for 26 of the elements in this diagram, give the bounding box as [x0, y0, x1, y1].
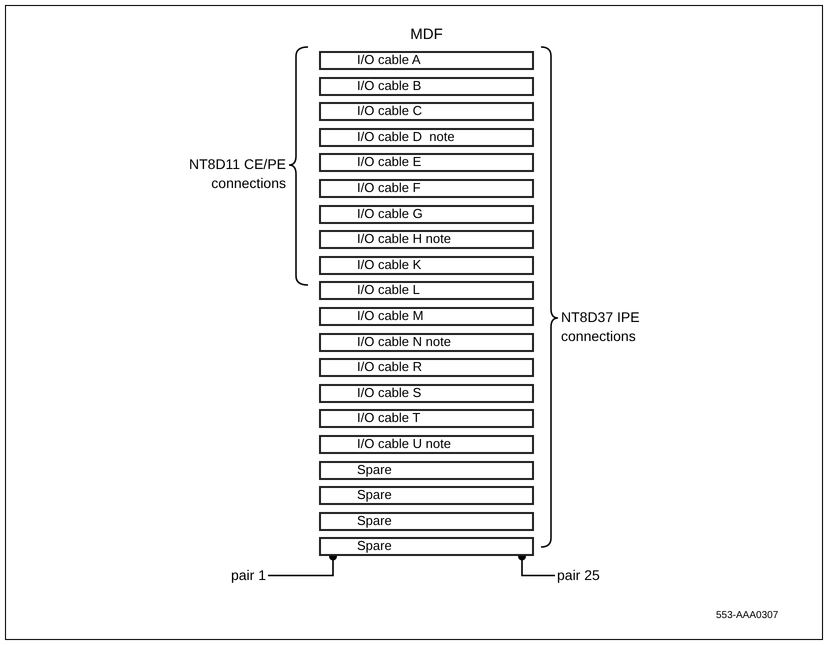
- cable-row: Spare: [319, 486, 534, 506]
- bracket-label: NT8D11 CE/PE connections: [188, 155, 286, 193]
- cable-row: I/O cable N note: [319, 332, 534, 352]
- cable-row: I/O cable L: [319, 281, 534, 300]
- figure-id: 553-AAA0307: [716, 609, 778, 623]
- cable-row: I/O cable G: [319, 204, 534, 224]
- cable-row: I/O cable E: [319, 153, 534, 172]
- bracket-label: NT8D37 IPE connections: [561, 308, 641, 346]
- cable-row: Spare: [319, 460, 534, 480]
- cable-row: I/O cable H note: [319, 230, 534, 250]
- cable-row: I/O cable U note: [319, 435, 534, 454]
- cable-row: I/O cable R: [319, 358, 534, 378]
- cable-row: Spare: [319, 512, 534, 531]
- cable-row: I/O cable C: [319, 102, 534, 122]
- pair-label: pair 25: [557, 566, 617, 585]
- cable-row: I/O cable B: [319, 76, 534, 96]
- cable-row: I/O cable F: [319, 179, 534, 198]
- pair-label: pair 1: [222, 566, 266, 585]
- cable-row: I/O cable M: [319, 307, 534, 326]
- heading: MDF: [409, 25, 444, 44]
- cable-row: Spare: [319, 537, 534, 556]
- cable-row: I/O cable D note: [319, 128, 534, 147]
- cable-row: I/O cable T: [319, 409, 534, 428]
- cable-row: I/O cable K: [319, 256, 534, 275]
- cable-row: I/O cable S: [319, 384, 534, 403]
- cable-row: I/O cable A: [319, 51, 534, 70]
